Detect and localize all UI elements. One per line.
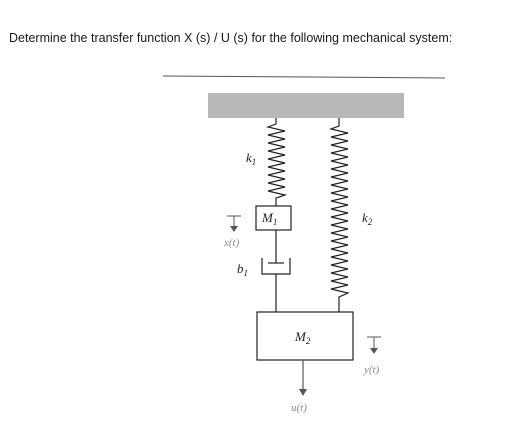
mass-m1 (255, 205, 292, 231)
u-label: u(t) (291, 402, 307, 414)
damper-b1 (261, 258, 291, 312)
y-label: y(t) (363, 364, 380, 376)
y-arrow-icon (367, 336, 381, 354)
u-arrow-icon (299, 360, 307, 396)
b1-label: b1 (237, 261, 248, 278)
spring-k2 (328, 118, 350, 312)
m2-label: M2 (294, 329, 311, 346)
ceiling (208, 93, 404, 118)
x-label: x(t) (223, 237, 240, 249)
x-arrow-icon (227, 215, 241, 232)
m1-label: M1 (261, 210, 277, 227)
k2-label: k2 (362, 210, 373, 227)
mass-m2 (256, 311, 354, 361)
k1-label: k1 (246, 150, 256, 167)
question-text: Determine the transfer function X (s) / … (9, 31, 453, 45)
spring-k1 (265, 118, 288, 206)
divider-line (162, 75, 446, 79)
